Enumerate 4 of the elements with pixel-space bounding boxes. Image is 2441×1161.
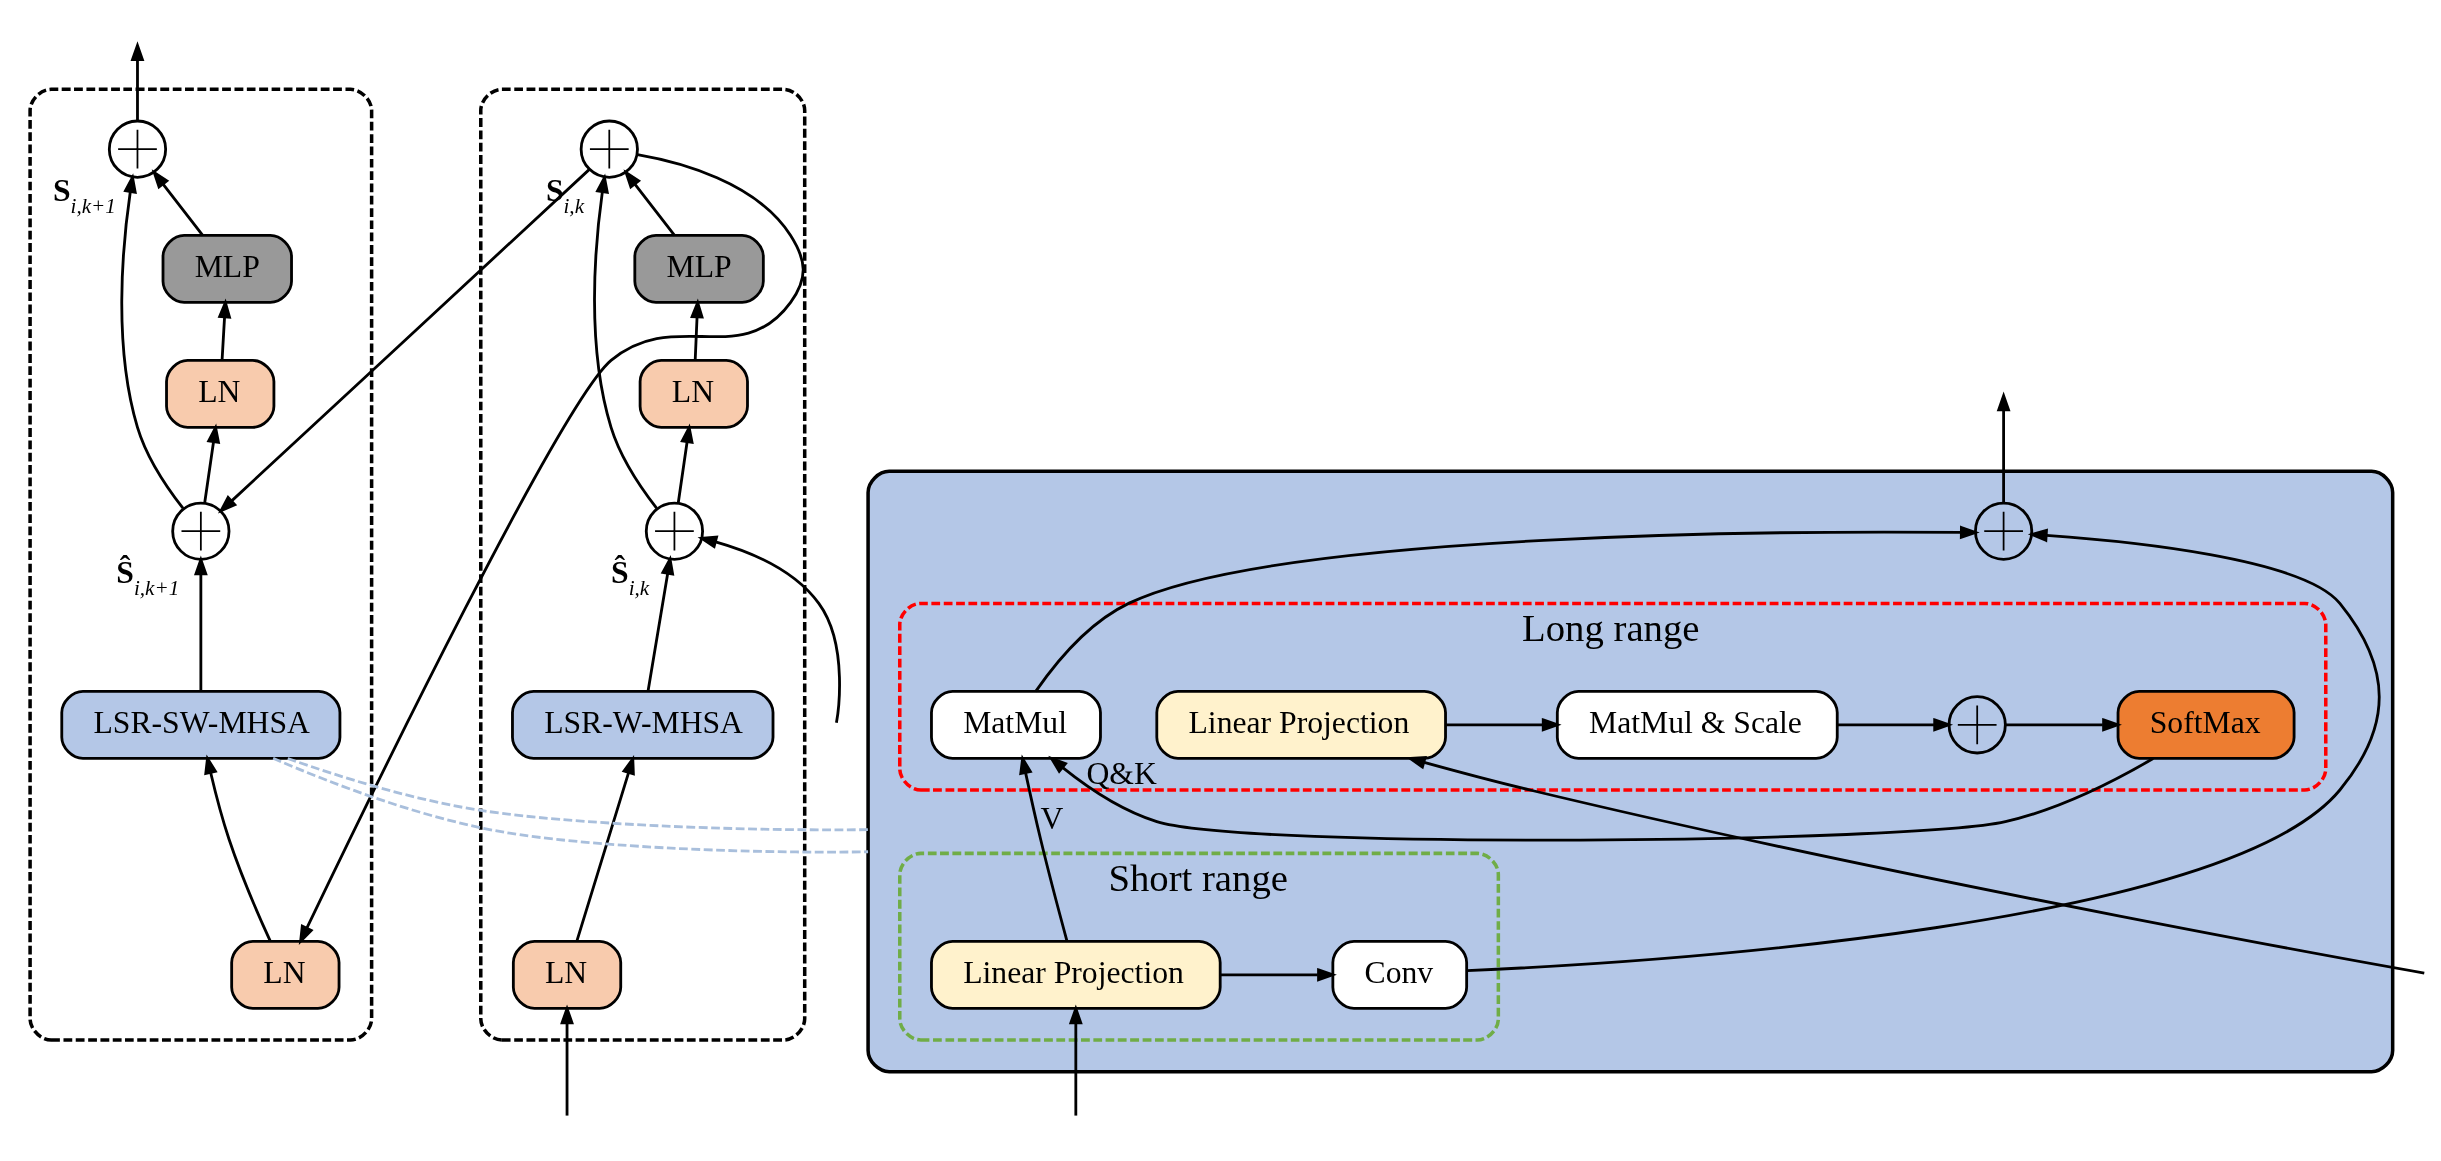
edge-label: V [1040,801,1064,837]
node-label: Ŝ$_{i,k+1}$ [116,554,180,600]
node-label: Ŝ$_{i,k}$ [611,554,650,600]
node-label: S$_{i,k+1}$ [52,172,116,218]
